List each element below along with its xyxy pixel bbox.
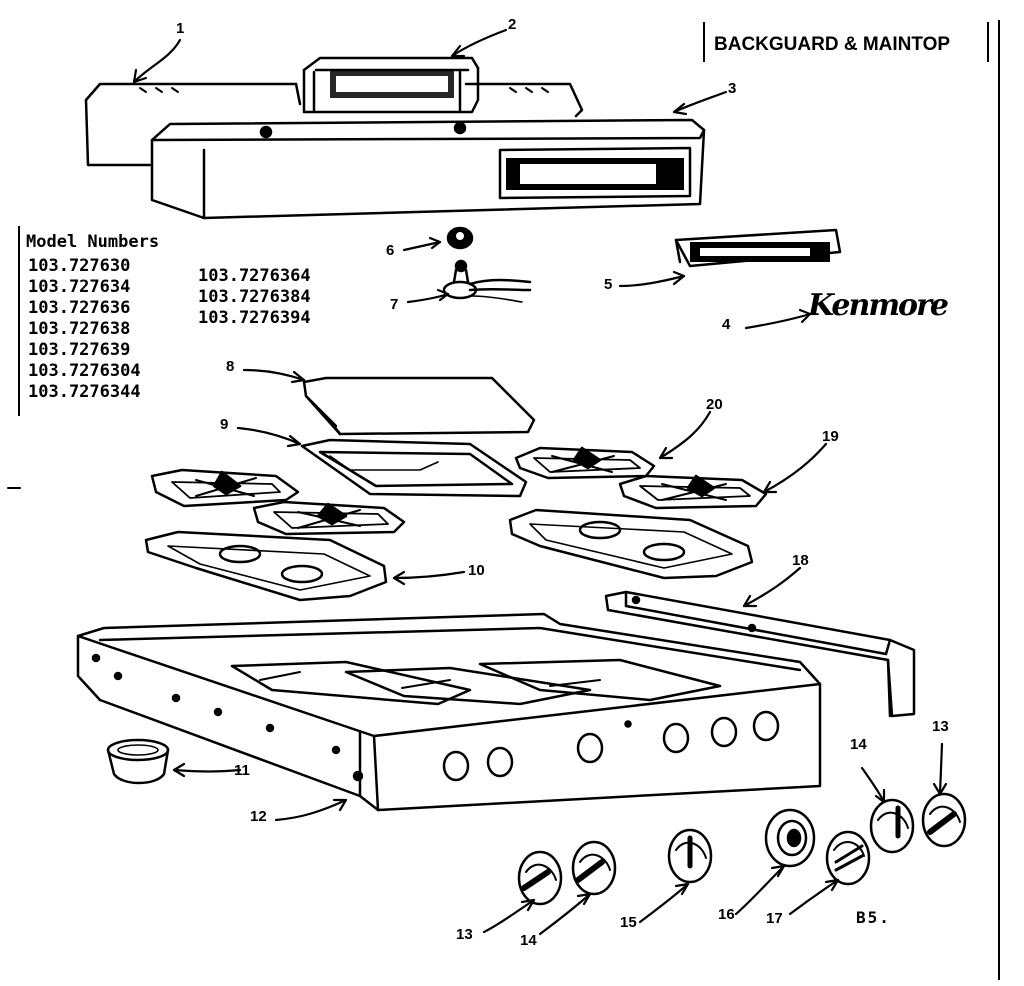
part-11-cup <box>106 738 170 785</box>
callout-14-right: 14 <box>850 736 867 753</box>
diagram-title: BACKGUARD & MAINTOP <box>714 34 951 55</box>
callout-20: 20 <box>706 396 723 413</box>
model-heading-text: Model Numbers <box>26 232 160 252</box>
model-numbers-heading: Model Numbers <box>26 232 159 253</box>
callout-3: 3 <box>728 80 737 97</box>
callout-9: 9 <box>220 416 229 433</box>
model-number: 103.7276364 <box>198 266 311 286</box>
part-2-bracket <box>302 56 480 114</box>
leader-arrows <box>132 28 948 936</box>
model-number: 103.727634 <box>28 277 131 297</box>
callout-16: 16 <box>718 906 735 923</box>
knob-14-left <box>571 840 617 896</box>
knob-13-left <box>517 850 563 906</box>
part-12-maintop <box>76 612 822 812</box>
part-6-small-knob <box>446 226 474 250</box>
left-back-grate <box>150 468 300 508</box>
knob-13-right <box>921 792 967 848</box>
part-18-side-trim <box>604 590 916 718</box>
callout-6: 6 <box>386 242 395 259</box>
callout-5: 5 <box>604 276 613 293</box>
part-10-burner-pan-left <box>144 530 388 602</box>
left-front-grate <box>252 500 406 536</box>
title-box <box>703 22 989 62</box>
callout-2: 2 <box>508 16 517 33</box>
callout-4: 4 <box>722 316 731 333</box>
knob-16 <box>764 808 816 868</box>
right-border-rule <box>998 20 1000 980</box>
part-20-grate <box>514 446 656 480</box>
part-3-backguard-panel <box>150 118 706 220</box>
callout-14-left: 14 <box>520 932 537 949</box>
callout-13-left: 13 <box>456 926 473 943</box>
model-number: 103.7276304 <box>28 361 141 381</box>
callout-19: 19 <box>822 428 839 445</box>
model-number: 103.727630 <box>28 256 131 276</box>
knob-15 <box>667 828 713 884</box>
model-number: 103.727636 <box>28 298 131 318</box>
callout-8: 8 <box>226 358 235 375</box>
model-list-column-1: 103.727630 103.727634 103.727636 103.727… <box>28 256 141 403</box>
model-number: 103.7276394 <box>198 308 311 328</box>
callout-11: 11 <box>234 762 250 779</box>
callout-18: 18 <box>792 552 809 569</box>
knob-14-right <box>869 798 915 854</box>
part-8-cover-plate <box>302 376 536 436</box>
model-list-column-2: 103.7276364 103.7276384 103.7276394 <box>198 266 311 329</box>
part-7-switch <box>442 259 532 303</box>
part-19-grate <box>618 474 768 510</box>
part-1-backguard-frame <box>84 82 584 167</box>
model-number: 103.727639 <box>28 340 131 360</box>
page-code: B5. <box>856 908 891 927</box>
model-list-rule <box>18 226 20 416</box>
callout-15: 15 <box>620 914 637 931</box>
part-9-center-plate <box>300 438 528 498</box>
burner-pan-right <box>508 508 754 580</box>
callout-7: 7 <box>390 296 399 313</box>
model-number: 103.7276384 <box>198 287 311 307</box>
callout-10: 10 <box>468 562 485 579</box>
part-4-brand-nameplate: Kenmore <box>808 288 949 323</box>
callout-12: 12 <box>250 808 267 825</box>
callout-13-right: 13 <box>932 718 949 735</box>
callout-17: 17 <box>766 910 783 927</box>
model-number: 103.7276344 <box>28 382 141 402</box>
part-5-trim-bracket <box>674 228 842 268</box>
model-number: 103.727638 <box>28 319 131 339</box>
callout-1: 1 <box>176 20 185 37</box>
knob-17 <box>825 830 871 886</box>
